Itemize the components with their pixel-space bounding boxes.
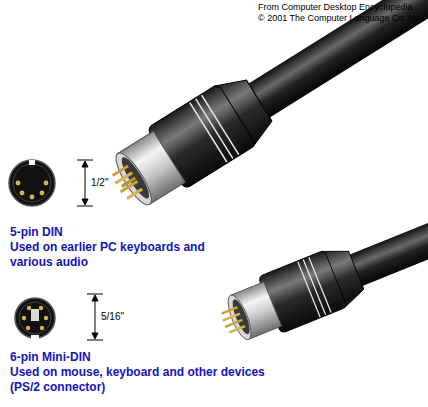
source-credit: From Computer Desktop Encyclopedia: [258, 2, 413, 13]
din-end-view: [9, 160, 55, 206]
connector-name: 6-pin Mini-DIN: [10, 350, 91, 365]
dimension-label: 1/2": [90, 177, 109, 188]
connector-use: Used on earlier PC keyboards and various…: [10, 240, 210, 270]
mini-din-plug: [212, 151, 428, 352]
connector-use: Used on mouse, keyboard and other device…: [10, 365, 275, 395]
dimension-label: 5/16": [100, 311, 125, 322]
mini-din-end-view: [15, 298, 55, 339]
copyright-note: © 2001 The Computer Language Co. Inc.: [258, 13, 423, 24]
din-plug: [99, 0, 428, 219]
connector-name: 5-pin DIN: [10, 225, 63, 240]
